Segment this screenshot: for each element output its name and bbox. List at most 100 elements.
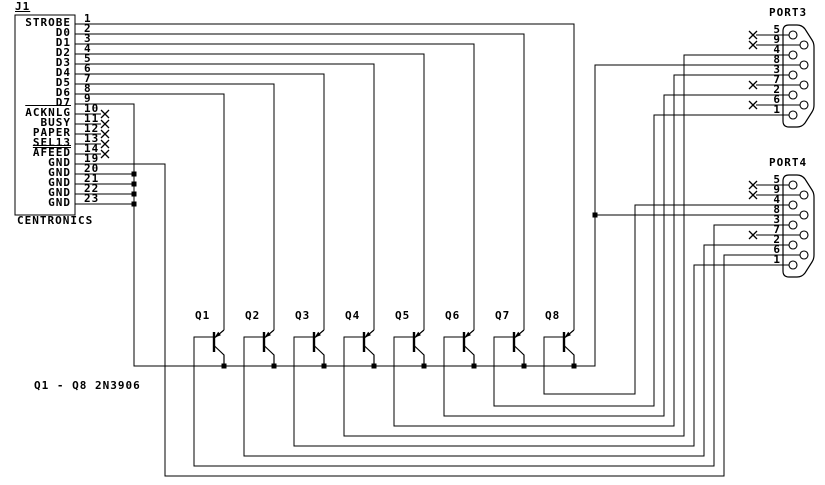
- net-gnd19-port4-6: [75, 163, 800, 477]
- j1-pin-label: D7: [55, 96, 71, 109]
- port4-pin-number: 8: [773, 203, 781, 216]
- junction-dot: [131, 201, 137, 207]
- no-connect-x-icon: [748, 40, 758, 50]
- net-q5-base-port3-3: [393, 74, 789, 427]
- transistor-label: Q4: [345, 309, 361, 322]
- pnp-emitter-arrow-icon: [414, 331, 421, 338]
- pnp-emitter-arrow-icon: [214, 331, 221, 338]
- transistor-label: Q5: [395, 309, 411, 322]
- port3-pin-circle: [788, 50, 798, 60]
- pnp-emitter-arrow-icon: [314, 331, 321, 338]
- port3-pin-circle: [799, 40, 809, 50]
- net-q6-base-port3-2: [443, 94, 789, 417]
- port3-pin-number: 2: [773, 83, 781, 96]
- j1-pin-label: GND: [48, 156, 71, 169]
- net-d7-collector-bus-port3-8: [75, 64, 800, 367]
- j1-pin-label: BUSY: [40, 116, 71, 129]
- pnp-emitter-arrow-icon: [564, 331, 571, 338]
- port4-pin-number: 3: [773, 213, 781, 226]
- j1-reference: J1: [15, 0, 31, 13]
- j1-pin-number: 3: [84, 32, 92, 45]
- j1-connector-box: [14, 14, 76, 216]
- transistor-label: Q8: [545, 309, 561, 322]
- port4-pin-circle: [799, 190, 809, 200]
- junction-dot: [371, 363, 377, 369]
- j1-pin-label: D5: [55, 76, 71, 89]
- junction-dot: [131, 171, 137, 177]
- net-d4-q3: [75, 73, 325, 330]
- j1-pin-number: 20: [84, 162, 100, 175]
- j1-pin-number: 13: [84, 132, 100, 145]
- j1-pin-number: 10: [84, 102, 100, 115]
- port3-pin-circle: [799, 80, 809, 90]
- port4-connector-outline: [782, 174, 815, 278]
- j1-pin-label: D2: [55, 46, 71, 59]
- transistor-label: Q2: [245, 309, 261, 322]
- transistor-label: Q6: [445, 309, 461, 322]
- no-connect-x-icon: [748, 230, 758, 240]
- j1-pin-label: PAPER: [32, 126, 71, 139]
- net-q7-base-port3-1: [493, 114, 789, 407]
- port3-pin-circle: [788, 30, 798, 40]
- port3-pin-number: 9: [773, 33, 781, 46]
- port4-pin-circle: [788, 220, 798, 230]
- generated-symbols-layer: [100, 30, 809, 369]
- port4-pin-number: 6: [773, 243, 781, 256]
- j1-pin-number: 11: [84, 112, 100, 125]
- no-connect-x-icon: [748, 30, 758, 40]
- j1-pin-label: STROBE: [25, 16, 71, 29]
- port4-pin-circle: [788, 240, 798, 250]
- port4-reference: PORT4: [769, 156, 808, 169]
- j1-pin-label: GND: [48, 196, 71, 209]
- port3-pin-number: 7: [773, 73, 781, 86]
- j1-pin-label: GND: [48, 176, 71, 189]
- port4-pin-number: 2: [773, 233, 781, 246]
- port4-pin-number: 5: [773, 173, 781, 186]
- j1-pin-label: GND: [48, 166, 71, 179]
- transistor-note: Q1 - Q8 2N3906: [34, 379, 141, 392]
- j1-pin-number: 7: [84, 72, 92, 85]
- junction-dot: [592, 212, 598, 218]
- net-d0-q7: [75, 33, 525, 330]
- net-q8-base-port4-4: [543, 204, 789, 395]
- port4-pin-circle: [799, 250, 809, 260]
- transistor-label: Q7: [495, 309, 511, 322]
- j1-pin-number: 1: [84, 12, 92, 25]
- port3-pin-number: 4: [773, 43, 781, 56]
- pnp-emitter-arrow-icon: [364, 331, 371, 338]
- j1-pin-number: 14: [84, 142, 100, 155]
- port3-pin-circle: [788, 70, 798, 80]
- transistor-label: Q1: [195, 309, 211, 322]
- port4-pin-number: 7: [773, 223, 781, 236]
- port3-connector-outline: [782, 24, 815, 128]
- j1-pin-number: 22: [84, 182, 100, 195]
- j1-pin-number: 9: [84, 92, 92, 105]
- j1-pin-label: ACKNLG: [25, 106, 71, 119]
- no-connect-x-icon: [100, 129, 110, 139]
- no-connect-x-icon: [748, 190, 758, 200]
- pnp-emitter-arrow-icon: [514, 331, 521, 338]
- port3-pin-circle: [799, 60, 809, 70]
- j1-pin-label: D3: [55, 56, 71, 69]
- j1-pin-number: 19: [84, 152, 100, 165]
- j1-type-label: CENTRONICS: [17, 214, 94, 227]
- net-d6-q1: [75, 93, 225, 330]
- port3-reference: PORT3: [769, 6, 808, 19]
- port4-pin-circle: [788, 260, 798, 270]
- net-q1-base-port4-3: [193, 224, 789, 467]
- port3-pin-number: 1: [773, 103, 781, 116]
- net-q4-base-port3-4: [343, 54, 789, 437]
- port3-pin-number: 5: [773, 23, 781, 36]
- j1-pin-label: D6: [55, 86, 71, 99]
- j1-pin-number: 12: [84, 122, 100, 135]
- no-connect-x-icon: [100, 109, 110, 119]
- port4-pin-number: 4: [773, 193, 781, 206]
- no-connect-x-icon: [748, 180, 758, 190]
- j1-pin-label: D1: [55, 36, 71, 49]
- net-d5-q2: [75, 83, 275, 330]
- port4-pin-circle: [799, 230, 809, 240]
- net-d2-q5: [75, 53, 425, 330]
- junction-dot: [321, 363, 327, 369]
- j1-pin-number: 2: [84, 22, 92, 35]
